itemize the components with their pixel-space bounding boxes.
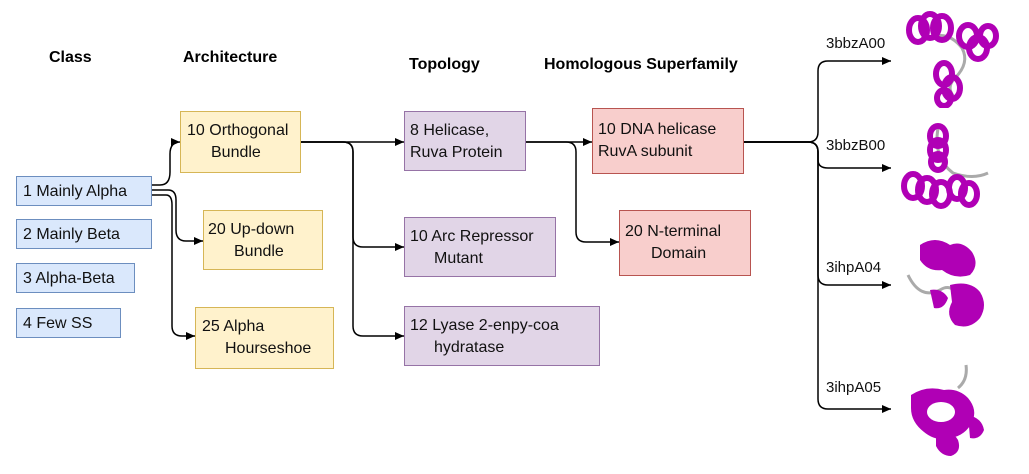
protein-structure-icon xyxy=(901,123,989,209)
edge-alpha-orthogonal xyxy=(152,138,181,186)
superfamily-node-dna-helicase: 10 DNA helicase RuvA subunit xyxy=(592,108,744,174)
edge-orthogonal-lyase xyxy=(301,141,404,340)
protein-structure-icon xyxy=(906,240,984,327)
domain-label-3ihpA04: 3ihpA04 xyxy=(826,259,882,276)
edge-alpha-updown xyxy=(152,189,203,245)
architecture-header: Architecture xyxy=(183,49,278,66)
topology-node-arc-repressor: 10 Arc Repressor Mutant xyxy=(404,217,556,277)
edge-dnahelicase-3bbzA00 xyxy=(744,57,891,143)
class-node-mainly-beta: 2 Mainly Beta xyxy=(16,219,152,249)
class-node-few-ss: 4 Few SS xyxy=(16,308,121,338)
edge-helicase-nterminal xyxy=(526,141,619,246)
edge-alpha-horseshoe xyxy=(152,194,195,340)
domain-label-3bbzA00: 3bbzA00 xyxy=(826,35,886,52)
edge-dnahelicase-3ihpA05 xyxy=(744,141,891,413)
domain-label-3bbzB00: 3bbzB00 xyxy=(826,137,886,154)
architecture-node-orthogonal-bundle: 10 Orthogonal Bundle xyxy=(180,111,301,173)
topology-node-helicase-ruva: 8 Helicase, Ruva Protein xyxy=(404,111,526,171)
topology-header: Topology xyxy=(409,56,480,73)
class-header: Class xyxy=(49,49,92,66)
protein-structure-icon xyxy=(911,364,984,456)
architecture-node-up-down-bundle: 20 Up-down Bundle xyxy=(203,210,323,270)
superfamily-node-n-terminal: 20 N-terminal Domain xyxy=(619,210,751,276)
domain-label-3ihpA05: 3ihpA05 xyxy=(826,379,882,396)
topology-node-lyase: 12 Lyase 2-enpy-coa hydratase xyxy=(404,306,600,366)
protein-structure-icon xyxy=(906,11,999,108)
superfamily-header: Homologous Superfamily xyxy=(544,56,738,73)
architecture-node-alpha-horseshoe: 25 Alpha Hourseshoe xyxy=(195,307,334,369)
class-node-alpha-beta: 3 Alpha-Beta xyxy=(16,263,135,293)
class-node-mainly-alpha: 1 Mainly Alpha xyxy=(16,176,152,206)
